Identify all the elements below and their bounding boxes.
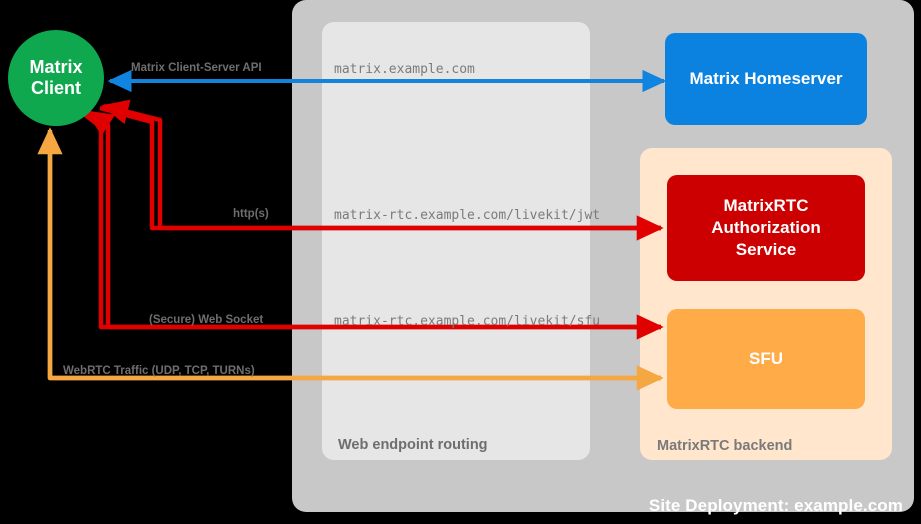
node-matrix-homeserver[interactable]: Matrix Homeserver <box>665 33 867 125</box>
auth-service-line1: MatrixRTC <box>723 196 809 216</box>
endpoint-livekit-sfu: matrix-rtc.example.com/livekit/sfu <box>334 314 601 329</box>
web-endpoint-routing-container <box>322 22 590 460</box>
endpoint-livekit-jwt: matrix-rtc.example.com/livekit/jwt <box>334 208 601 223</box>
web-endpoint-routing-label: Web endpoint routing <box>338 437 488 453</box>
sfu-label: SFU <box>749 349 783 368</box>
label-secure-web-socket: (Secure) Web Socket <box>149 314 264 326</box>
matrix-client-line2: Client <box>30 78 81 98</box>
auth-service-line3: Service <box>735 239 797 259</box>
label-webrtc-traffic: WebRTC Traffic (UDP, TCP, TURNs) <box>63 365 255 377</box>
node-sfu[interactable]: SFU <box>667 309 865 409</box>
node-matrix-client[interactable]: Matrix Client <box>8 30 104 126</box>
label-client-server-api: Matrix Client-Server API <box>131 62 262 74</box>
matrix-client-line1: Matrix <box>29 57 83 78</box>
matrixrtc-backend-label: MatrixRTC backend <box>657 438 793 454</box>
node-matrixrtc-authorization-service[interactable]: MatrixRTC Authorization Service <box>667 175 865 281</box>
label-http-s: http(s) <box>233 208 269 220</box>
auth-service-line2: Authorization <box>711 218 821 238</box>
site-deployment-label: Site Deployment: example.com <box>648 496 903 515</box>
endpoint-matrix-example-com: matrix.example.com <box>334 62 475 77</box>
matrix-homeserver-label: Matrix Homeserver <box>689 69 843 88</box>
